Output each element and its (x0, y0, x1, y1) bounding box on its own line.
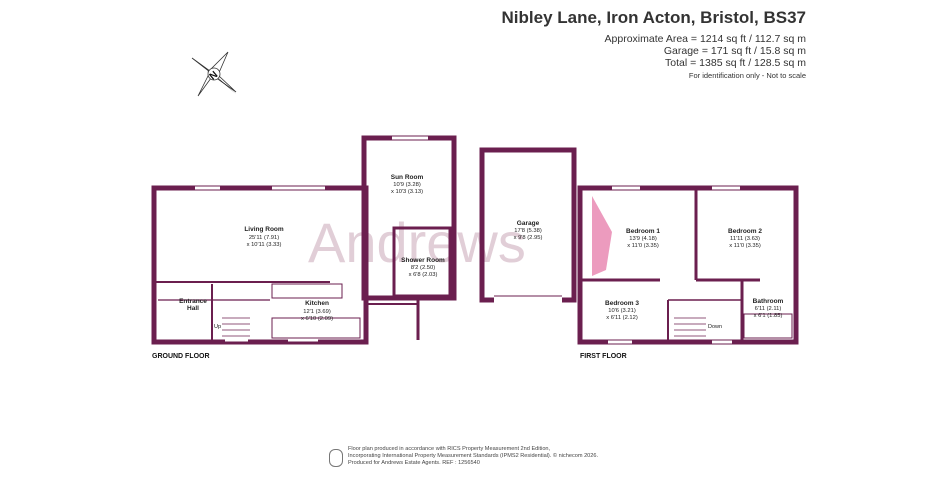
garage-area: Garage = 171 sq ft / 15.8 sq m (663, 45, 806, 57)
footer-line-1: Floor plan produced in accordance with R… (348, 446, 551, 452)
kitchen-dim1: 12'1 (3.69) (303, 309, 331, 315)
bedroom-3-dim1: 10'6 (3.21) (608, 308, 636, 314)
living-room-dim2: x 10'11 (3.33) (247, 242, 282, 248)
shower-room-dim2: x 6'8 (2.03) (409, 272, 438, 278)
bathroom-dim2: x 6'1 (1.85) (754, 313, 783, 319)
shower-room-label: Shower Room (401, 257, 445, 264)
bedroom-1-dim1: 13'9 (4.18) (629, 236, 657, 242)
bedroom-2-dim1: 11'11 (3.63) (730, 236, 760, 242)
living-room-label: Living Room (244, 226, 284, 233)
nichecom-logo-icon (329, 449, 343, 467)
bedroom-1-sloped-ceiling (592, 196, 612, 276)
kitchen-dim2: x 6'10 (2.09) (301, 316, 333, 322)
footer-line-3: Produced for Andrews Estate Agents. REF … (348, 460, 480, 466)
stairs-down-label: Down (708, 324, 722, 330)
bedroom-3-label: Bedroom 3 (605, 300, 639, 307)
ground-floor-plan (151, 135, 577, 345)
first-floor-plan (577, 185, 799, 345)
kitchen-label: Kitchen (305, 300, 329, 307)
entrance-hall-label-1: Entrance (179, 298, 207, 305)
bedroom-2-label: Bedroom 2 (728, 228, 762, 235)
garage-dim2: x 9'8 (2.95) (514, 235, 543, 241)
watermark-text: Andrews (308, 211, 526, 274)
footer-line-2: Incorporating International Property Mea… (348, 453, 599, 459)
ground-floor-label: GROUND FLOOR (152, 353, 210, 360)
bathroom-label: Bathroom (753, 298, 784, 305)
compass-icon: N (191, 51, 237, 97)
bedroom-2-dim2: x 11'0 (3.35) (729, 243, 761, 249)
plan-title: Nibley Lane, Iron Acton, Bristol, BS37 (501, 8, 806, 27)
sun-room-dim1: 10'9 (3.28) (393, 182, 421, 188)
stairs-up-label: Up (214, 324, 221, 330)
entrance-hall-label-2: Hall (187, 305, 199, 312)
bathroom-dim1: 6'11 (2.11) (755, 306, 782, 312)
living-room-dim1: 25'11 (7.91) (249, 235, 279, 241)
bedroom-1-label: Bedroom 1 (626, 228, 660, 235)
approximate-area: Approximate Area = 1214 sq ft / 112.7 sq… (604, 33, 806, 45)
bedroom-1-dim2: x 11'0 (3.35) (627, 243, 659, 249)
bedroom-3-dim2: x 6'11 (2.12) (606, 315, 638, 321)
footer: Floor plan produced in accordance with R… (348, 446, 598, 467)
total-area: Total = 1385 sq ft / 128.5 sq m (665, 57, 806, 69)
shower-room-walls (392, 226, 452, 298)
sun-room-label: Sun Room (391, 174, 424, 181)
garage-label: Garage (517, 220, 540, 227)
shower-room-dim1: 8'2 (2.50) (411, 265, 435, 271)
first-floor-label: FIRST FLOOR (580, 353, 627, 360)
title-block: Nibley Lane, Iron Acton, Bristol, BS37 A… (502, 8, 806, 80)
first-floor-walls (577, 185, 799, 345)
sun-room-dim2: x 10'3 (3.13) (391, 189, 423, 195)
identification-note: For identification only - Not to scale (688, 71, 806, 80)
garage-dim1: 17'8 (5.38) (514, 228, 542, 234)
